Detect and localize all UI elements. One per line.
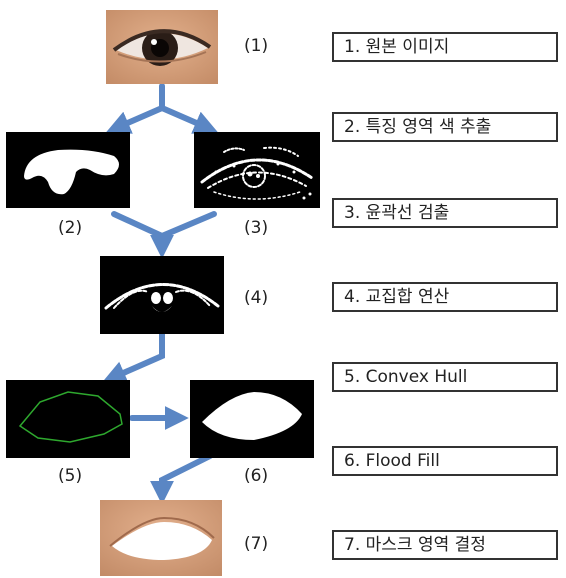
arrow-split-right	[162, 108, 208, 128]
arrow-merge-left	[114, 214, 162, 236]
label-3: (3)	[244, 218, 268, 238]
arrow-split-left	[116, 86, 162, 128]
mask-region-image	[100, 500, 222, 576]
color-feature-image	[6, 132, 130, 208]
step-convex-hull: 5. Convex Hull	[332, 362, 558, 392]
step-original-image: 1. 원본 이미지	[332, 32, 558, 62]
arrow-6-to-7	[162, 456, 210, 494]
step-mask-region: 7. 마스크 영역 결정	[332, 530, 558, 560]
step-contour-detection: 3. 윤곽선 검출	[332, 198, 558, 228]
intersection-image	[100, 256, 224, 334]
label-2: (2)	[58, 218, 82, 238]
step-flood-fill: 6. Flood Fill	[332, 446, 558, 476]
label-5: (5)	[58, 466, 82, 486]
label-1: (1)	[244, 36, 268, 56]
contour-image	[194, 132, 320, 208]
original-eye-image	[106, 10, 218, 84]
step-color-extraction: 2. 특징 영역 색 추출	[332, 112, 558, 142]
arrow-4-to-5	[112, 334, 162, 378]
flood-fill-image	[190, 380, 314, 458]
arrow-merge-right	[162, 214, 214, 236]
convex-hull-image	[6, 380, 130, 458]
label-4: (4)	[244, 288, 268, 308]
label-6: (6)	[244, 466, 268, 486]
step-intersection: 4. 교집합 연산	[332, 282, 558, 312]
label-7: (7)	[244, 534, 268, 554]
